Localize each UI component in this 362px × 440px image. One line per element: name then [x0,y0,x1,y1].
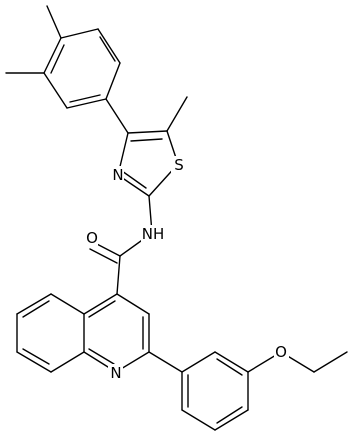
bond [66,98,107,109]
amide-nh: NH [141,225,165,243]
bond [22,348,50,365]
bond [214,351,249,373]
bond [88,300,116,318]
bond [50,293,85,315]
bond [97,28,121,64]
carbonyl-oxygen-label: O [86,229,98,247]
bond [121,170,147,189]
bond [166,96,188,132]
bond [105,62,121,100]
bond [181,409,216,431]
bond [46,5,62,39]
bond [16,293,52,315]
bond [216,406,243,424]
amide-nh-label: NH [142,225,165,243]
bond [16,351,52,373]
ether-oxygen: O [274,343,289,361]
quinoline-nitrogen: N [108,364,123,382]
bond [88,348,115,365]
bond [105,98,129,134]
bond [116,255,121,295]
bond [216,358,243,376]
bond [60,28,99,39]
bond [99,36,116,62]
thiazole-nitrogen-label: N [112,166,123,184]
bond [89,248,118,264]
quinoline-nitrogen-label: N [110,364,121,382]
bond [148,351,183,373]
bond [116,293,150,315]
atom-label-layer: S N NH O N O [84,156,289,382]
bond [181,351,216,373]
bond [214,409,249,431]
thiazole-nitrogen: N [110,166,124,184]
carbonyl-oxygen: O [84,229,98,247]
thiazole-sulfur-label: S [174,156,184,174]
bond [313,351,348,373]
bond [50,44,65,74]
bond [43,37,62,74]
bond [83,293,118,315]
ether-oxygen-label: O [275,343,287,361]
bond [127,130,168,134]
bond [69,94,101,103]
bond-layer [5,5,348,431]
bond [130,138,163,142]
bond [22,300,50,318]
bond [50,351,85,373]
bond [43,72,68,109]
thiazole-sulfur: S [171,156,185,174]
